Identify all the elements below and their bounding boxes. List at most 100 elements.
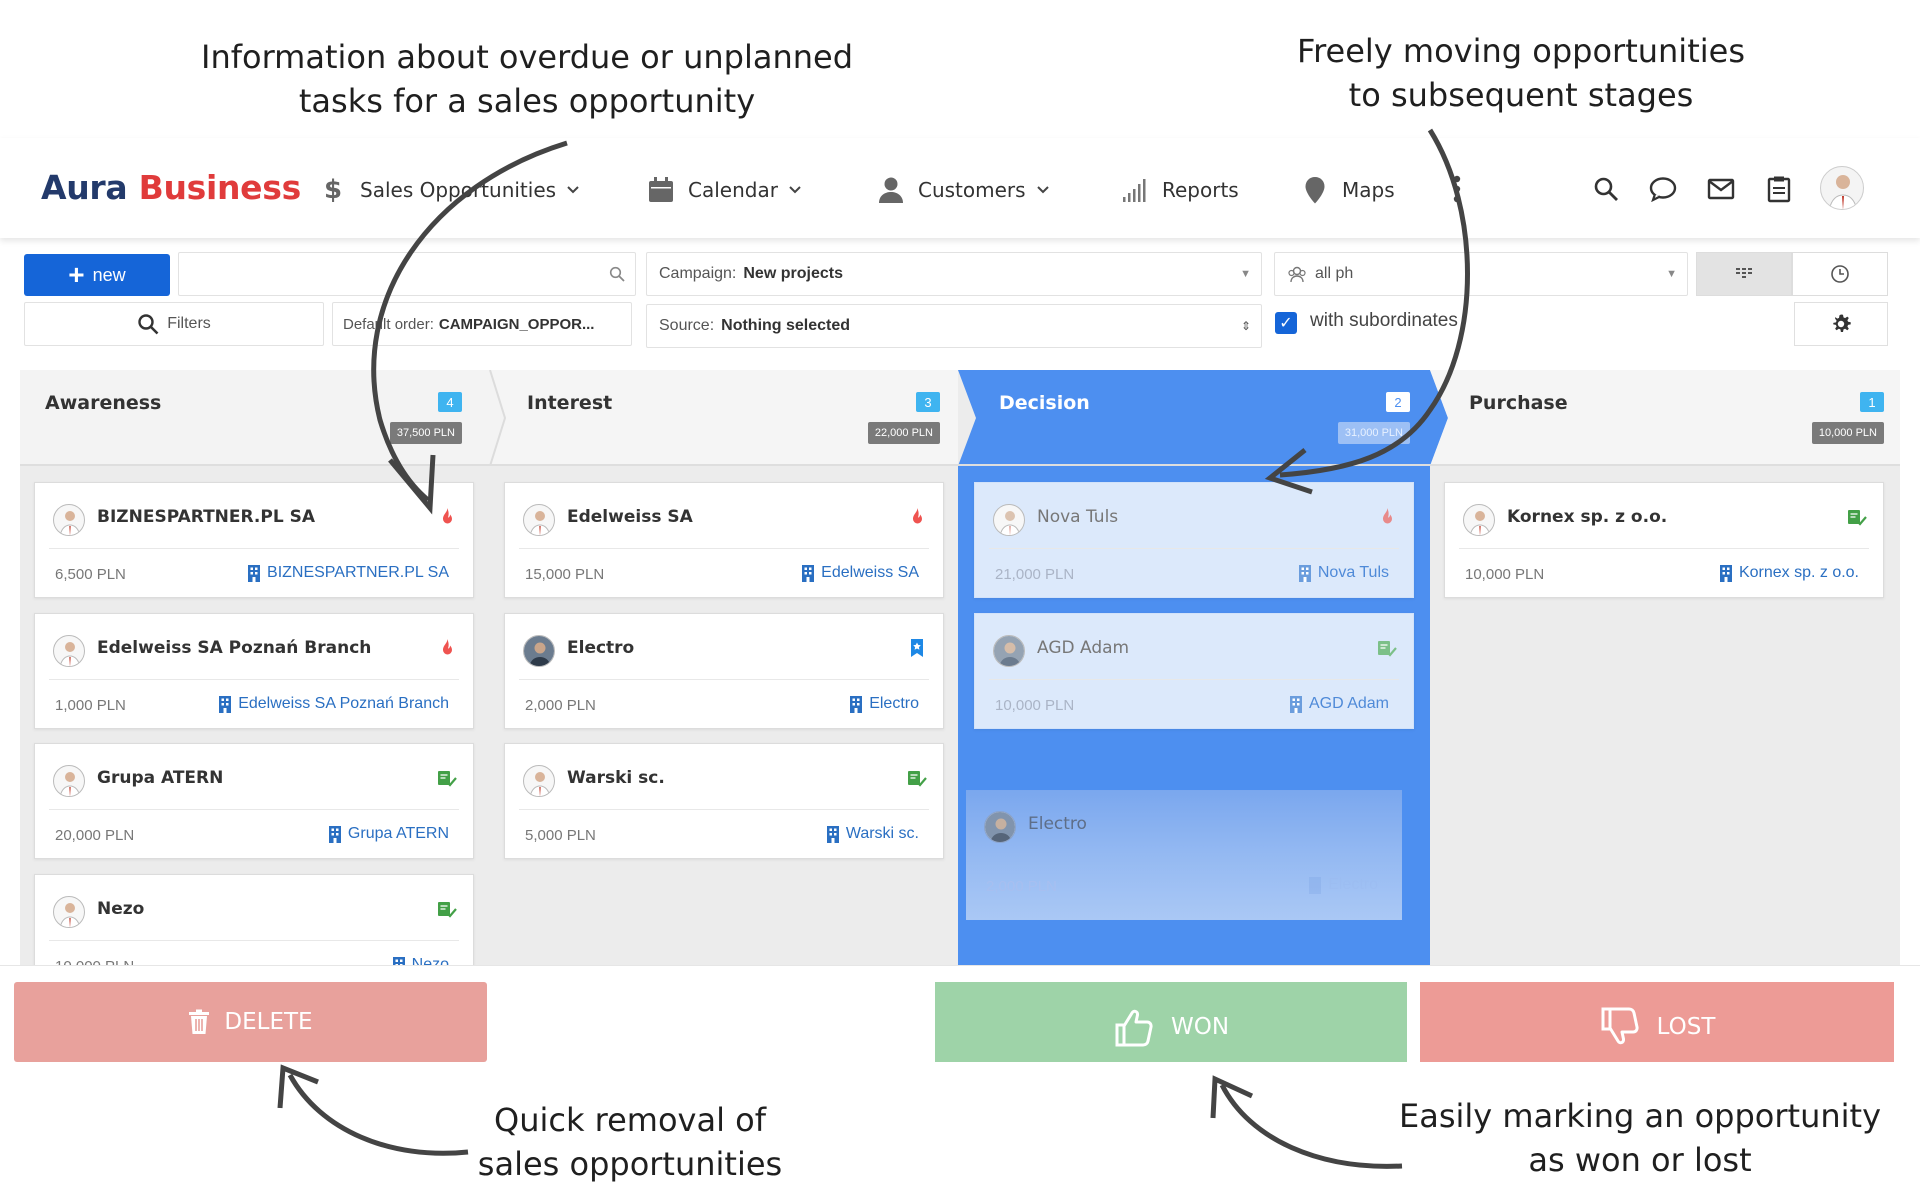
- more-menu-button[interactable]: [1436, 168, 1478, 210]
- won-label: WON: [1170, 1014, 1230, 1040]
- card-company-link[interactable]: Edelweiss SA Poznań Branch: [218, 695, 449, 713]
- lost-label: LOST: [1656, 1014, 1716, 1040]
- opportunity-card[interactable]: AGD Adam 10,000 PLN AGD Adam: [974, 613, 1414, 729]
- card-company-link[interactable]: Kornex sp. z o.o.: [1719, 564, 1859, 582]
- stage-sum-badge: 31,000 PLN: [1337, 422, 1410, 444]
- tasks-button[interactable]: [1758, 168, 1800, 210]
- chat-button[interactable]: [1642, 168, 1684, 210]
- card-value: 5,000 PLN: [525, 827, 596, 844]
- card-company-link[interactable]: Nezo: [392, 956, 449, 966]
- search-button[interactable]: [1585, 168, 1627, 210]
- stage-count-badge: 3: [916, 392, 940, 412]
- card-company-link[interactable]: BIZNESPARTNER.PL SA: [247, 564, 449, 582]
- building-icon: [1309, 877, 1322, 894]
- avatar: [53, 896, 85, 928]
- card-divider: [519, 679, 929, 680]
- clipboard-icon: [1767, 176, 1791, 203]
- won-button[interactable]: WON: [935, 982, 1407, 1062]
- task-ok-icon: [1375, 636, 1399, 660]
- opportunity-card[interactable]: Grupa ATERN 20,000 PLN Grupa ATERN: [34, 743, 474, 859]
- card-title: Nezo: [97, 899, 145, 919]
- card-company-link[interactable]: AGD Adam: [1289, 695, 1389, 713]
- stage-header-decision: Decision 2 31,000 PLN: [974, 370, 1410, 466]
- stage-name: Awareness: [45, 392, 162, 414]
- company-name: Nezo: [411, 956, 449, 966]
- card-divider: [989, 679, 1399, 680]
- annotation-line: sales opportunities: [477, 1145, 783, 1183]
- campaign-select[interactable]: Campaign: New projects ▼: [646, 252, 1262, 296]
- new-opportunity-button[interactable]: + new: [24, 254, 170, 296]
- opportunity-card[interactable]: Nova Tuls 21,000 PLN Nova Tuls: [974, 482, 1414, 598]
- person-avatar-icon: [59, 511, 81, 535]
- card-title: AGD Adam: [1037, 638, 1130, 658]
- stage-count-badge: 1: [1860, 392, 1884, 412]
- nav-maps[interactable]: Maps: [1300, 174, 1395, 206]
- card-value: 10,000 PLN: [1465, 566, 1545, 583]
- clock-icon: [1831, 265, 1849, 283]
- annotation-removal: Quick removal of sales opportunities: [470, 1098, 790, 1186]
- opportunity-card[interactable]: Edelweiss SA Poznań Branch 1,000 PLN Ede…: [34, 613, 474, 729]
- subordinates-checkbox[interactable]: ✓: [1275, 312, 1297, 334]
- card-company-link[interactable]: Grupa ATERN: [328, 825, 449, 843]
- user-avatar[interactable]: [1820, 166, 1864, 210]
- nav-label: Customers: [918, 178, 1026, 202]
- opportunity-card[interactable]: BIZNESPARTNER.PL SA 6,500 PLN BIZNESPART…: [34, 482, 474, 598]
- kanban-view-button[interactable]: [1696, 252, 1792, 296]
- history-view-button[interactable]: [1792, 252, 1888, 296]
- search-input[interactable]: [178, 252, 636, 296]
- chevron-down-icon: [567, 186, 579, 194]
- card-divider: [49, 548, 459, 549]
- nav-sales-opportunities[interactable]: $ Sales Opportunities: [318, 174, 580, 206]
- mail-button[interactable]: [1700, 168, 1742, 210]
- opportunity-card[interactable]: Electro 2,000 PLN Electro: [504, 613, 944, 729]
- company-name: Edelweiss SA Poznań Branch: [238, 695, 449, 712]
- stage-sum-badge: 37,500 PLN: [389, 422, 462, 444]
- nav-label: Sales Opportunities: [360, 178, 557, 202]
- annotation-line: tasks for a sales opportunity: [298, 82, 756, 120]
- opportunity-card[interactable]: Warski sc. 5,000 PLN Warski sc.: [504, 743, 944, 859]
- nav-label: Reports: [1162, 178, 1239, 202]
- nav-customers[interactable]: Customers: [876, 174, 1050, 206]
- opportunity-card[interactable]: Kornex sp. z o.o. 10,000 PLN Kornex sp. …: [1444, 482, 1884, 598]
- filters-button[interactable]: Filters: [24, 302, 324, 346]
- updown-icon: ⇕: [1240, 319, 1251, 333]
- opportunity-card[interactable]: Edelweiss SA 15,000 PLN Edelweiss SA: [504, 482, 944, 598]
- avatar: [53, 635, 85, 667]
- brand-logo[interactable]: Aura Business: [41, 168, 301, 207]
- caret-down-icon: ▼: [1666, 268, 1677, 280]
- ph-select[interactable]: all ph ▼: [1274, 252, 1688, 296]
- task-ok-icon: [435, 897, 459, 921]
- mail-icon: [1707, 178, 1735, 200]
- company-name: BIZNESPARTNER.PL SA: [267, 564, 449, 581]
- card-company-link[interactable]: Edelweiss SA: [801, 564, 919, 582]
- dragging-card[interactable]: Electro 2,000 PLN Electro: [966, 790, 1402, 920]
- person-avatar-icon: [999, 511, 1021, 535]
- company-name: Warski sc.: [845, 825, 919, 842]
- search-icon: [138, 314, 159, 335]
- settings-button[interactable]: [1794, 302, 1888, 346]
- card-title: Electro: [567, 638, 635, 658]
- lost-button[interactable]: LOST: [1420, 982, 1894, 1062]
- opportunity-card[interactable]: Nezo 10,000 PLN Nezo: [34, 874, 474, 966]
- annotation-moving: Freely moving opportunities to subsequen…: [1278, 29, 1764, 117]
- delete-button[interactable]: DELETE: [14, 982, 487, 1062]
- building-icon: [248, 565, 261, 582]
- trash-icon: [188, 1009, 210, 1035]
- nav-label: Calendar: [688, 178, 778, 202]
- dollar-icon: $: [323, 175, 343, 205]
- annotation-line: as won or lost: [1528, 1141, 1752, 1179]
- nav-calendar[interactable]: Calendar: [646, 174, 802, 206]
- company-name: AGD Adam: [1308, 695, 1389, 712]
- avatar: [1463, 504, 1495, 536]
- card-company-link[interactable]: Nova Tuls: [1298, 564, 1389, 582]
- top-navbar: Aura Business $ Sales Opportunities Cale…: [0, 138, 1920, 238]
- delete-label: DELETE: [224, 1009, 313, 1035]
- nav-reports[interactable]: Reports: [1120, 174, 1239, 206]
- card-title: Electro: [1028, 814, 1087, 834]
- building-icon: [1298, 565, 1311, 582]
- order-select[interactable]: Default order: CAMPAIGN_OPPOR...: [332, 302, 632, 346]
- source-select[interactable]: Source: Nothing selected ⇕: [646, 304, 1262, 348]
- search-icon: [609, 266, 625, 282]
- card-company-link[interactable]: Warski sc.: [826, 825, 919, 843]
- card-company-link[interactable]: Electro: [849, 695, 919, 713]
